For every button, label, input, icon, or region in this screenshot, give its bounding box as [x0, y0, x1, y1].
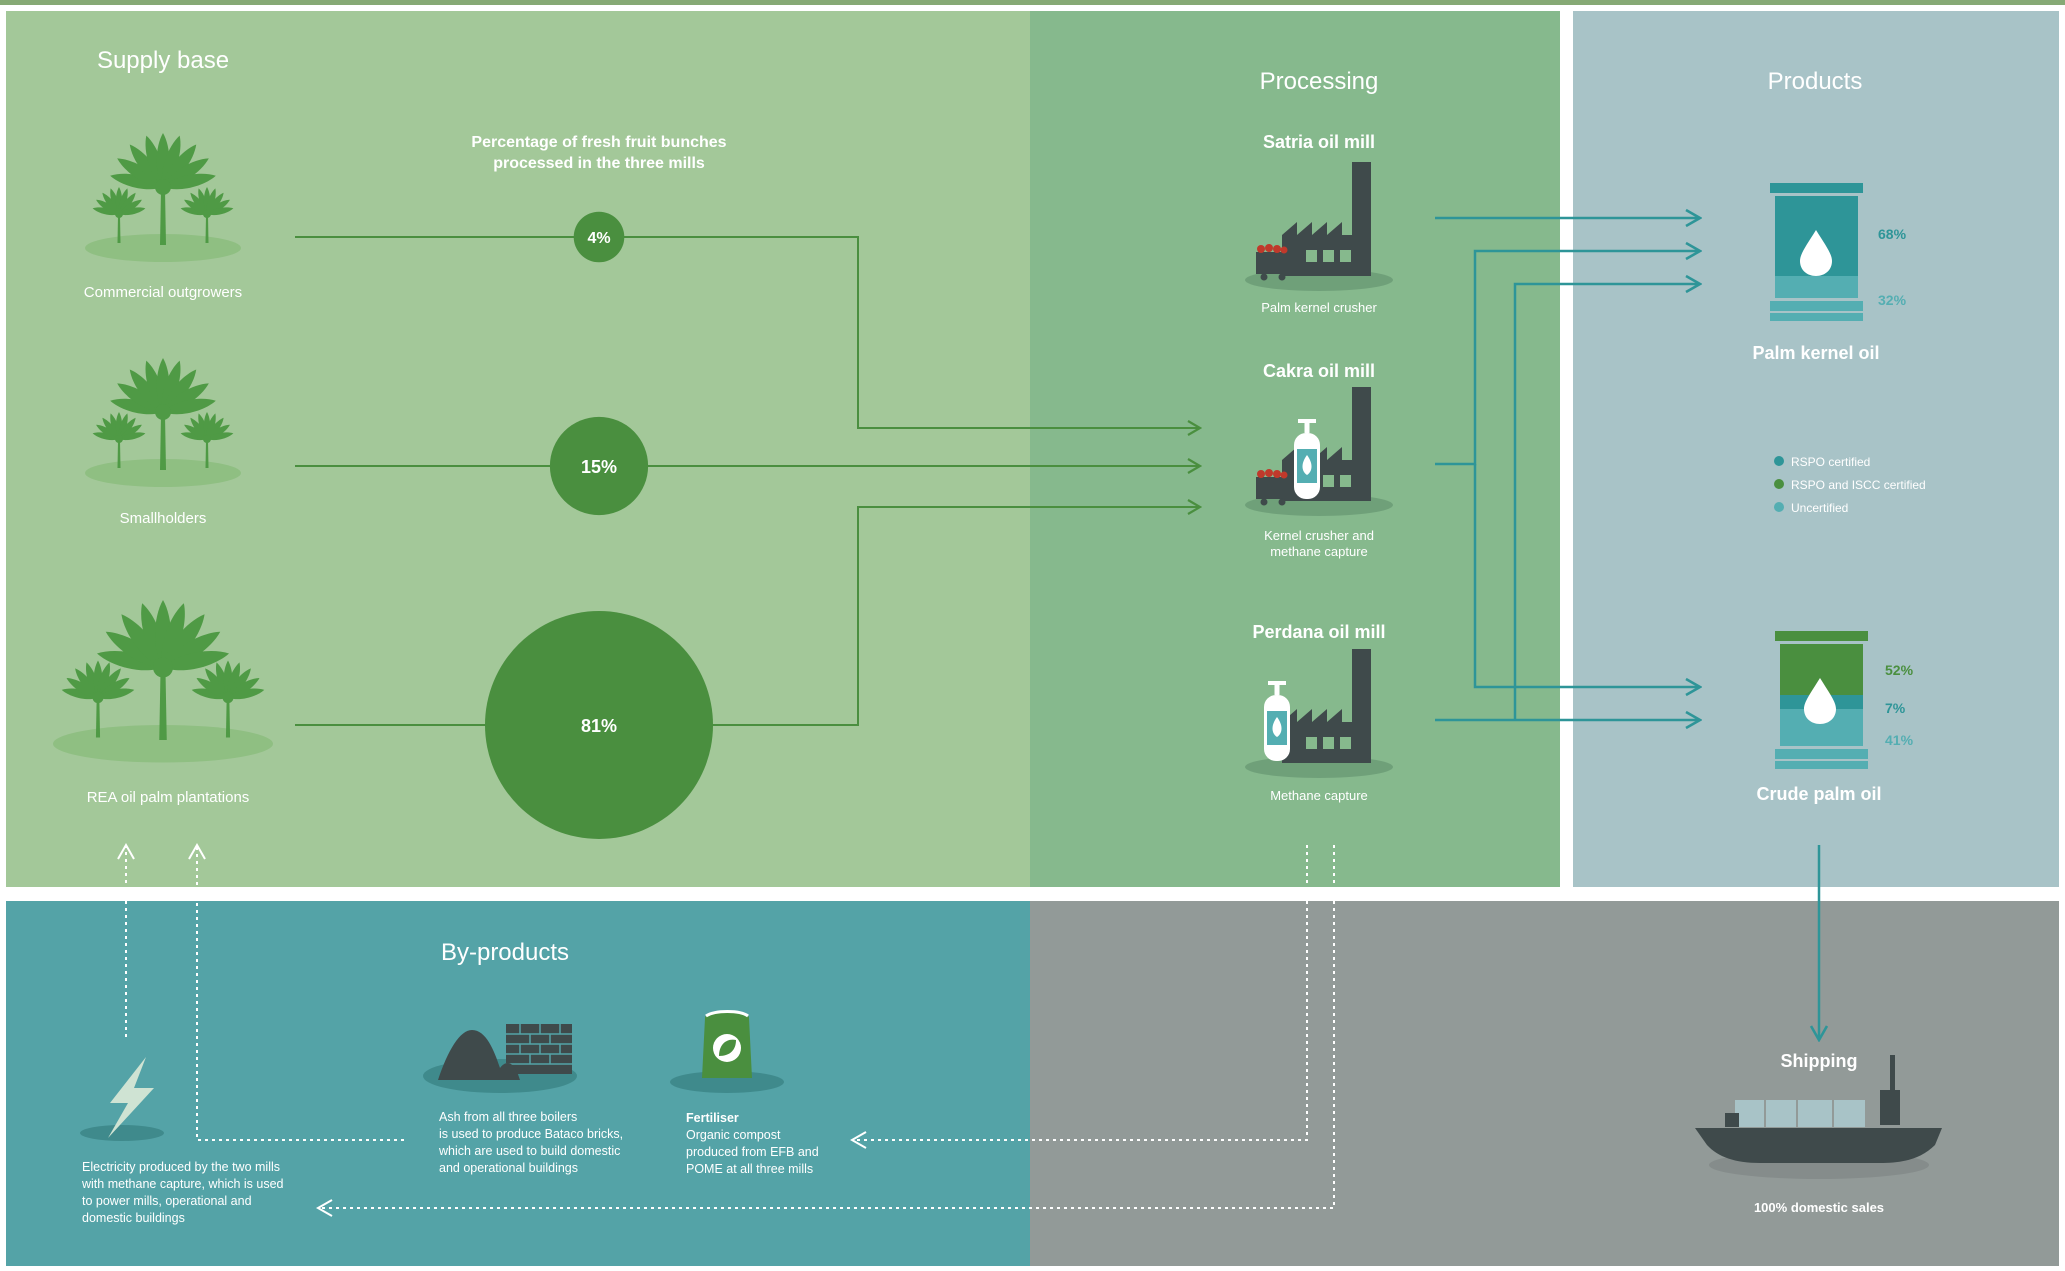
- palm-icon: [85, 358, 241, 487]
- share-label-smallholders: 15%: [581, 457, 617, 477]
- product-flow-cakra: [1435, 251, 1700, 466]
- share-bubble-outgrowers: [573, 211, 625, 263]
- fertiliser-text-line-2: produced from EFB and: [686, 1145, 819, 1159]
- ash-bricks-icon: [423, 1024, 577, 1093]
- cpo-share-rspo: 7%: [1885, 700, 1906, 716]
- gas-cylinder-icon: [1264, 681, 1290, 761]
- electricity-text-line-2: with methane capture, which is used: [81, 1177, 284, 1191]
- legend-rspo-iscc: RSPO and ISCC certified: [1791, 478, 1926, 492]
- fertiliser-bag-icon: [670, 1010, 784, 1093]
- electricity-text-line-1: Electricity produced by the two mills: [82, 1160, 280, 1174]
- fertiliser-flow-line: [852, 845, 1308, 1140]
- factory-icon: [1245, 162, 1393, 291]
- palm-tree-icon: [92, 187, 146, 243]
- supply-base-title: Supply base: [97, 47, 229, 74]
- pko-title: Palm kernel oil: [1752, 343, 1879, 363]
- fertiliser-title: Fertiliser: [686, 1111, 739, 1125]
- palm-tree-icon: [110, 133, 216, 245]
- pko-share-rspo: 68%: [1878, 226, 1907, 242]
- electricity-flow-line: [318, 845, 1335, 1208]
- palm-tree-icon: [191, 660, 265, 738]
- legend-uncertified: Uncertified: [1791, 501, 1848, 515]
- barrel-segment: [1775, 276, 1858, 298]
- oil-drop-icon: [1800, 230, 1832, 276]
- factory-icon: [1245, 387, 1393, 516]
- shipping-title: Shipping: [1781, 1051, 1858, 1071]
- fruit-cart-icon: [1256, 469, 1289, 506]
- source-label-commercial-outgrowers: Commercial outgrowers: [84, 284, 242, 301]
- palm-tree-icon: [180, 412, 234, 468]
- mill-name-satria: Satria oil mill: [1263, 132, 1375, 152]
- mill-caption-satria: Palm kernel crusher: [1261, 300, 1377, 315]
- ash-text-line-2: is used to produce Bataco bricks,: [439, 1127, 623, 1141]
- source-label-smallholders: Smallholders: [120, 510, 207, 527]
- gas-cylinder-icon: [1294, 419, 1320, 499]
- byproducts-title: By-products: [441, 939, 569, 966]
- mill-name-cakra: Cakra oil mill: [1263, 361, 1375, 381]
- ship-icon: [1695, 1055, 1942, 1179]
- certification-legend: RSPO certified RSPO and ISCC certified U…: [1774, 455, 1926, 515]
- palm-icon: [53, 600, 273, 763]
- palm-tree-icon: [61, 660, 135, 738]
- palm-tree-icon: [96, 600, 230, 740]
- percent-heading-line-1: Percentage of fresh fruit bunches: [471, 134, 726, 151]
- crude-palm-oil-barrel-icon: [1775, 631, 1868, 769]
- processing-title: Processing: [1260, 68, 1379, 95]
- pko-share-uncertified: 32%: [1878, 292, 1907, 308]
- source-label-rea-plantations: REA oil palm plantations: [87, 789, 250, 806]
- mill-caption-perdana: Methane capture: [1270, 788, 1368, 803]
- cpo-share-rspo-iscc: 52%: [1885, 662, 1914, 678]
- share-bubble-smallholders: [549, 416, 649, 516]
- share-label-outgrowers: 4%: [587, 230, 610, 247]
- electricity-text-line-3: to power mills, operational and: [82, 1194, 252, 1208]
- share-bubble-plantations: [485, 611, 713, 839]
- product-flow-perdana-pko: [1513, 284, 1700, 720]
- cpo-title: Crude palm oil: [1756, 784, 1881, 804]
- fruit-cart-icon: [1256, 244, 1289, 281]
- shipping-caption: 100% domestic sales: [1754, 1200, 1884, 1215]
- mill-caption-cakra-line-1: Kernel crusher and: [1264, 528, 1374, 543]
- share-label-plantations: 81%: [581, 716, 617, 736]
- percent-heading-line-2: processed in the three mills: [493, 155, 705, 172]
- mill-caption-cakra-line-2: methane capture: [1270, 544, 1368, 559]
- palm-tree-icon: [110, 358, 216, 470]
- ash-text-line-1: Ash from all three boilers: [439, 1110, 577, 1124]
- oil-drop-icon: [1804, 678, 1836, 724]
- lightning-icon: [80, 1057, 164, 1141]
- palm-icon: [85, 133, 241, 262]
- fertiliser-text-line-1: Organic compost: [686, 1128, 781, 1142]
- ash-text-line-3: which are used to build domestic: [438, 1144, 620, 1158]
- factory-icon: [1245, 649, 1393, 778]
- palm-kernel-oil-barrel-icon: [1770, 183, 1863, 321]
- ash-text-line-4: and operational buildings: [439, 1161, 578, 1175]
- cpo-share-uncertified: 41%: [1885, 732, 1914, 748]
- products-title: Products: [1768, 68, 1863, 95]
- fertiliser-text-line-3: POME at all three mills: [686, 1162, 813, 1176]
- mill-name-perdana: Perdana oil mill: [1252, 622, 1385, 642]
- product-flow-cakra-cpo: [1473, 464, 1700, 687]
- palm-tree-icon: [92, 412, 146, 468]
- shipping-panel: [1030, 901, 2059, 1266]
- legend-rspo: RSPO certified: [1791, 455, 1870, 469]
- electricity-text-line-4: domestic buildings: [82, 1211, 185, 1225]
- palm-tree-icon: [180, 187, 234, 243]
